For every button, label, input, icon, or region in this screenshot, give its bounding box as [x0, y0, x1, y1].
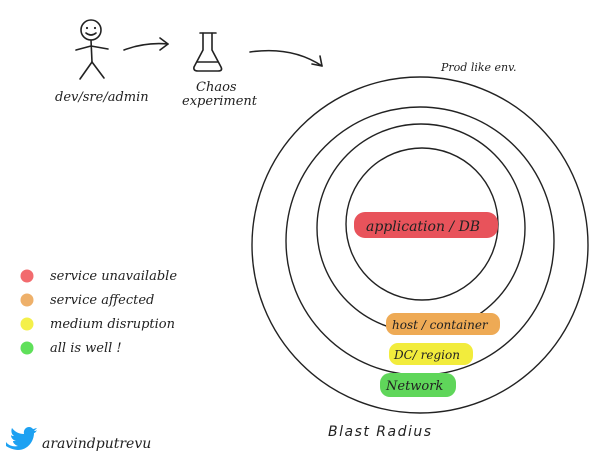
legend: service unavailable service affected med… — [20, 269, 177, 356]
legend-item-service-unavailable: service unavailable — [20, 269, 177, 284]
legend-dot-green — [20, 341, 34, 355]
outer-ring — [251, 76, 589, 414]
ring-label-host: host / container — [386, 313, 500, 335]
application-label: application / DB — [366, 219, 480, 235]
legend-dot-yellow — [20, 317, 34, 331]
dc-label: DC/ region — [393, 348, 460, 362]
legend-item-service-affected: service affected — [20, 293, 154, 308]
environment-label: Prod like env. — [440, 61, 517, 74]
experiment-label-line1: Chaos — [196, 80, 237, 95]
network-label: Network — [385, 379, 443, 394]
network-highlight — [380, 373, 456, 397]
experiment-label-line2: experiment — [182, 94, 258, 109]
actor-label: dev/sre/admin — [55, 90, 149, 105]
flask-icon — [193, 32, 223, 72]
legend-label: service affected — [50, 293, 154, 308]
arrow-experiment-to-environment — [249, 49, 323, 67]
twitter-bird-icon — [6, 427, 37, 450]
ring-label-application: application / DB — [354, 212, 498, 238]
dc-highlight — [389, 343, 473, 365]
application-highlight — [354, 212, 498, 238]
arrow-actor-to-experiment — [123, 37, 169, 51]
credit-handle: aravindputrevu — [42, 436, 151, 452]
legend-item-medium-disruption: medium disruption — [20, 317, 175, 332]
credit: aravindputrevu — [6, 427, 151, 452]
legend-label: medium disruption — [50, 317, 175, 332]
host-label: host / container — [392, 318, 489, 332]
legend-dot-orange — [20, 293, 34, 307]
host-highlight — [386, 313, 500, 335]
stick-figure-icon — [75, 19, 109, 80]
legend-item-all-is-well: all is well ! — [20, 341, 122, 356]
legend-label: all is well ! — [50, 341, 122, 356]
blast-radius-label: Blast Radius — [328, 424, 433, 440]
legend-label: service unavailable — [50, 269, 177, 284]
ring-label-network: Network — [380, 373, 456, 397]
ring-label-dc: DC/ region — [389, 343, 473, 365]
legend-dot-red — [20, 269, 34, 283]
